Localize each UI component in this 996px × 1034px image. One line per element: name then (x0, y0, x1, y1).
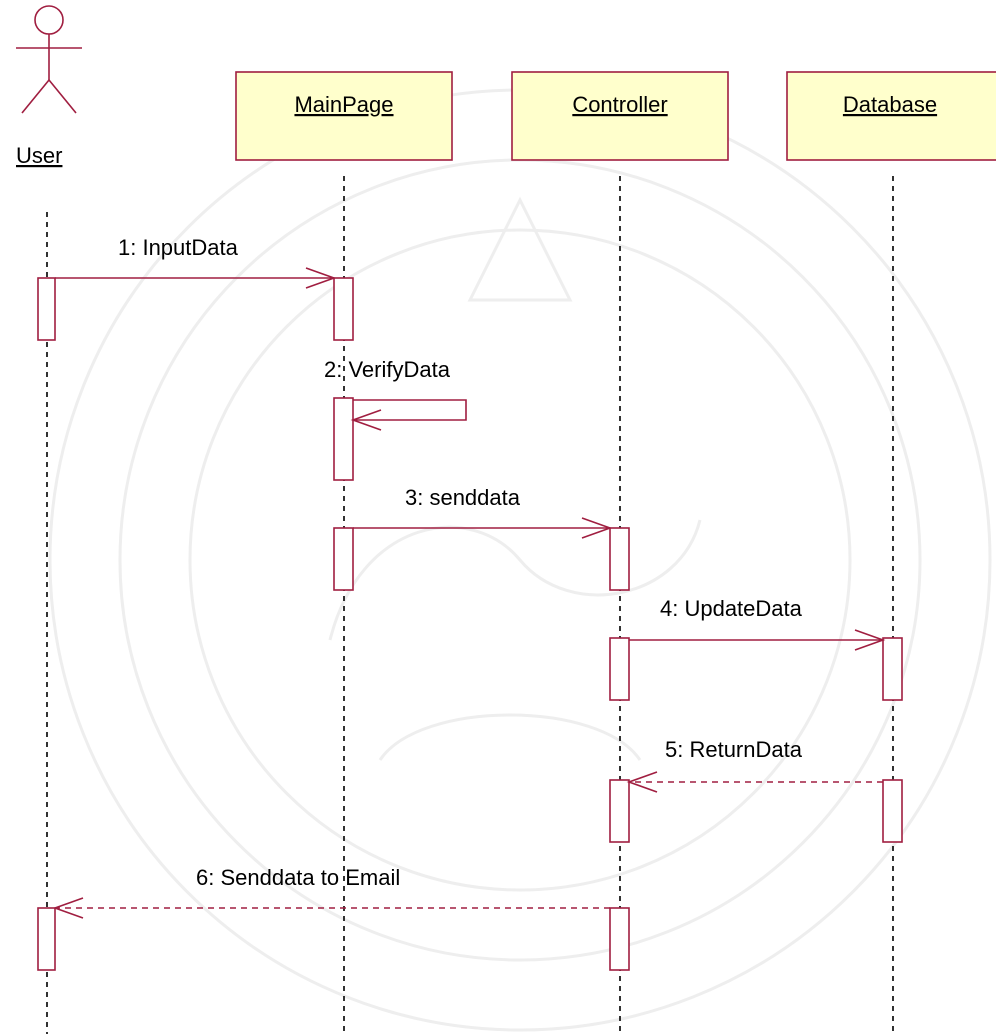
activation-database-2 (882, 779, 903, 843)
activation-controller-2 (609, 637, 630, 701)
message-3: 3: senddata (353, 485, 613, 539)
activation-controller-3 (609, 779, 630, 843)
message-4: 4: UpdateData (629, 596, 886, 651)
message-5: 5: ReturnData (626, 737, 883, 793)
message-arrow (353, 399, 467, 421)
object-database: Database (786, 71, 996, 161)
object-name: Controller (572, 92, 667, 117)
message-label: 2: VerifyData (324, 357, 451, 382)
object-name: Database (843, 92, 937, 117)
activation-controller-4 (609, 907, 630, 971)
message-label: 6: Senddata to Email (196, 865, 400, 890)
activation-database-1 (882, 637, 903, 701)
message-label: 3: senddata (405, 485, 521, 510)
message-label: 4: UpdateData (660, 596, 803, 621)
object-controller: Controller (511, 71, 729, 161)
message-2: 2: VerifyData (324, 357, 467, 431)
activation-user-2 (37, 907, 56, 971)
arrowhead (350, 409, 382, 431)
object-mainpage: MainPage (235, 71, 453, 161)
message-label: 1: InputData (118, 235, 239, 260)
actor-right-leg (48, 79, 77, 114)
activation-mainpage-1 (333, 277, 354, 341)
message-1: 1: InputData (55, 235, 337, 289)
message-label: 5: ReturnData (665, 737, 803, 762)
arrowhead (854, 629, 886, 651)
activation-controller-1 (609, 527, 630, 591)
message-6: 6: Senddata to Email (52, 865, 610, 919)
actor-user: User (16, 5, 82, 168)
arrowhead (305, 267, 337, 289)
activation-user-1 (37, 277, 56, 341)
activation-mainpage-2 (333, 397, 354, 481)
arrowhead (581, 517, 613, 539)
watermark-seal (48, 88, 992, 1032)
activation-mainpage-3 (333, 527, 354, 591)
arrowhead (52, 897, 84, 919)
actor-name: User (16, 143, 62, 168)
object-name: MainPage (294, 92, 393, 117)
actor-head (34, 5, 64, 35)
arrowhead (626, 771, 658, 793)
actor-left-leg (21, 79, 50, 114)
